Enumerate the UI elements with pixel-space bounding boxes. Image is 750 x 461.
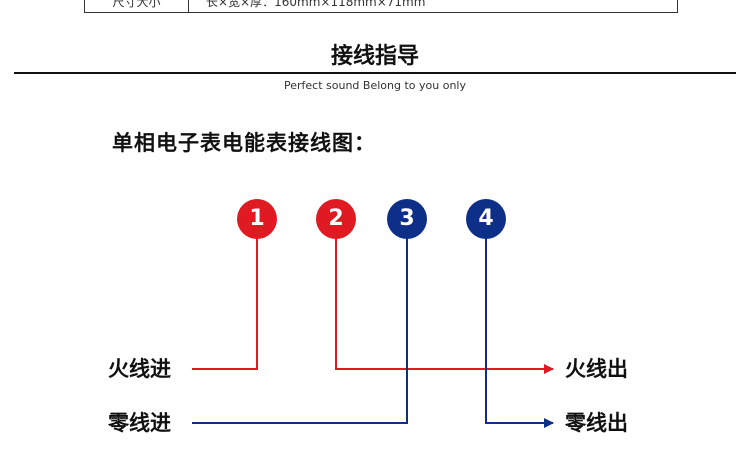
live-out-label: 火线出 [565,357,628,381]
live-in-label: 火线进 [108,357,171,381]
neutral-out-wire [485,238,554,428]
terminal-4: 4 [466,199,506,239]
section-subtitle: Perfect sound Belong to you only [284,79,466,92]
live-out-wire [335,238,554,374]
neutral-in-wire [192,238,408,424]
spec-table-row: 尺寸大小 长×宽×厚：160mm×118mm×71mm [84,0,678,13]
diagram-heading: 单相电子表电能表接线图： [112,131,376,155]
section-title: 接线指导 [330,44,419,69]
title-divider [14,72,736,74]
spec-label: 尺寸大小 [85,0,189,12]
neutral-out-label: 零线出 [565,411,628,435]
live-in-wire [192,238,258,370]
terminal-3: 3 [387,199,427,239]
terminal-1: 1 [237,199,277,239]
terminal-2: 2 [316,199,356,239]
neutral-in-label: 零线进 [108,411,171,435]
spec-value: 长×宽×厚：160mm×118mm×71mm [206,0,426,9]
